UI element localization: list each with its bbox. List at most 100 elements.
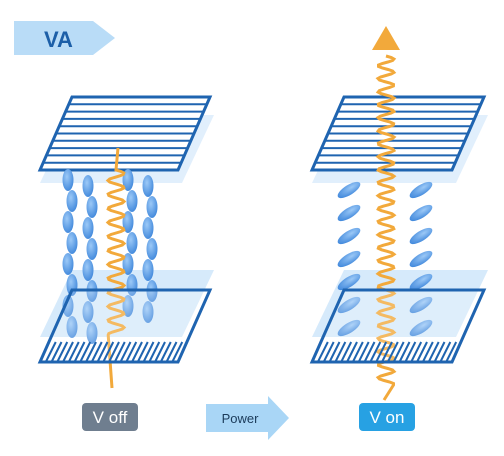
va-tag: VA: [14, 21, 115, 55]
power-label: Power: [222, 411, 260, 426]
polarizer-line: [357, 341, 370, 363]
polarizer-line: [125, 341, 138, 363]
right-light-wave: [375, 54, 397, 401]
lc-molecule: [82, 175, 94, 197]
lc-molecule: [82, 301, 94, 323]
polarizer-line: [386, 341, 399, 363]
power-arrow: Power: [206, 396, 289, 440]
lc-molecule: [126, 232, 138, 254]
lc-molecule: [409, 296, 433, 314]
lc-molecule: [142, 259, 154, 281]
polarizer-line: [363, 341, 376, 363]
polarizer-line: [148, 341, 161, 363]
right-bottom-polarizer: [309, 288, 487, 364]
v-on-badge: [359, 403, 415, 431]
polarizer-line: [142, 341, 155, 363]
lc-molecule: [337, 204, 361, 222]
v-off-label: V off: [93, 408, 128, 427]
polarizer-line: [410, 341, 423, 363]
lc-molecule: [409, 250, 433, 268]
polarizer-line: [119, 341, 132, 363]
lc-molecule: [86, 196, 98, 218]
lc-molecule: [122, 211, 134, 233]
polarizer-line: [154, 341, 166, 363]
polarizer-line: [433, 341, 446, 363]
left-stack: V off: [37, 95, 214, 431]
lc-molecule: [126, 190, 138, 212]
polarizer-line: [322, 341, 335, 363]
polarizer-line: [439, 341, 452, 363]
lc-molecule: [142, 217, 154, 239]
polarizer-line: [398, 341, 411, 363]
lc-molecule: [337, 296, 361, 314]
lc-molecule: [337, 227, 361, 245]
lc-molecule: [337, 250, 361, 268]
lc-molecule: [122, 253, 134, 275]
lc-molecule: [337, 181, 361, 199]
right-stack: V on: [309, 26, 488, 431]
va-tag-label: VA: [44, 27, 73, 52]
polarizer-line: [165, 341, 178, 363]
polarizer-line: [392, 341, 405, 363]
lc-molecule: [146, 238, 158, 260]
polarizer-line: [79, 341, 92, 363]
lc-molecule: [62, 295, 74, 317]
polarizer-line: [56, 341, 69, 363]
polarizer-line: [334, 341, 347, 363]
polarizer-line: [90, 341, 103, 363]
lc-molecule: [62, 211, 74, 233]
lc-molecule: [66, 232, 78, 254]
lc-molecule: [409, 181, 433, 199]
left-bottom-polarizer: [37, 288, 213, 364]
lc-molecule: [337, 273, 361, 291]
polarizer-line: [171, 341, 184, 363]
lc-molecule: [122, 169, 134, 191]
polarizer-line: [340, 341, 353, 363]
polarizer-line: [85, 341, 97, 363]
lc-molecule: [142, 175, 154, 197]
lc-molecule: [62, 169, 74, 191]
polarizer-line: [351, 341, 364, 363]
left-light-wave: [105, 147, 127, 389]
lc-molecule: [122, 295, 134, 317]
polarizer-line: [416, 341, 428, 363]
polarizer-line: [50, 341, 63, 363]
polarizer-line: [44, 341, 57, 363]
polarizer-line: [369, 341, 382, 363]
left-lc-molecules: [62, 169, 158, 344]
va-tag-shape: [14, 21, 115, 55]
polarizer-line: [131, 341, 143, 363]
polarizer-line: [328, 341, 341, 363]
polarizer-line: [445, 341, 458, 363]
lc-molecule: [82, 259, 94, 281]
polarizer-line: [316, 341, 329, 363]
lc-molecule: [86, 322, 98, 344]
polarizer-line: [108, 341, 120, 363]
lc-molecule: [409, 273, 433, 291]
polarizer-line: [67, 341, 80, 363]
polarizer-line: [375, 341, 388, 363]
right-lc-molecules: [337, 181, 433, 337]
lc-molecule: [62, 253, 74, 275]
lc-molecule: [409, 227, 433, 245]
polarizer-line: [113, 341, 126, 363]
lc-molecule: [146, 196, 158, 218]
lc-molecule: [409, 204, 433, 222]
lc-molecule: [86, 238, 98, 260]
polarizer-line: [159, 341, 172, 363]
lc-molecule: [142, 301, 154, 323]
lc-molecule: [337, 319, 361, 337]
polarizer-line: [62, 341, 74, 363]
polarizer-line: [136, 341, 149, 363]
polarizer-line: [346, 341, 358, 363]
up-arrow-icon: [372, 26, 400, 50]
polarizer-line: [73, 341, 86, 363]
left-top-polarizer: [37, 95, 213, 172]
lc-molecule: [82, 217, 94, 239]
polarizer-line: [96, 341, 109, 363]
lc-molecule: [66, 190, 78, 212]
polarizer-line: [381, 341, 393, 363]
polarizer-line: [102, 341, 115, 363]
polarizer-line: [427, 341, 440, 363]
